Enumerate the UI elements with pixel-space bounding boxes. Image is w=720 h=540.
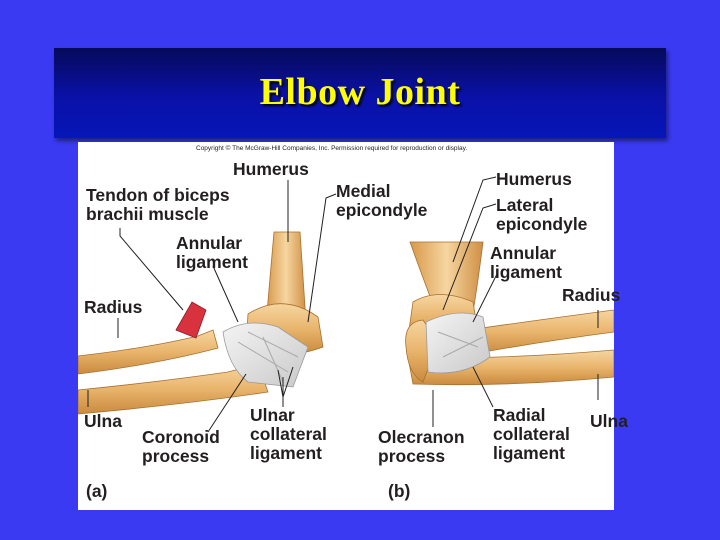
label-a-tendon-biceps: Tendon of biceps brachii muscle: [86, 185, 230, 224]
slide-title: Elbow Joint: [259, 71, 461, 113]
panel-b-drawing: [405, 241, 614, 386]
label-b-humerus: Humerus: [496, 169, 572, 189]
caption-b: (b): [388, 481, 411, 501]
elbow-illustration: [78, 176, 614, 433]
caption-a: (a): [86, 481, 108, 501]
label-a-medial-epicondyle: Medial epicondyle: [336, 181, 428, 220]
label-a-radius: Radius: [84, 297, 143, 317]
label-b-annular-ligament: Annular ligament: [490, 243, 562, 282]
label-b-ulna: Ulna: [590, 411, 628, 431]
copyright-notice: Copyright © The McGraw-Hill Companies, I…: [196, 145, 468, 152]
label-b-lateral-epicondyle: Lateral epicondyle: [496, 195, 588, 234]
label-a-annular-ligament: Annular ligament: [176, 233, 248, 272]
label-a-ulnar-collateral-ligament: Ulnar collateral ligament: [250, 405, 327, 463]
label-b-radius: Radius: [562, 285, 621, 305]
label-a-ulna: Ulna: [84, 411, 122, 431]
label-b-radial-collateral-ligament: Radial collateral ligament: [493, 405, 570, 463]
label-a-humerus: Humerus: [233, 159, 309, 179]
leader-lines: [87, 176, 599, 433]
panel-a-drawing: [78, 231, 324, 415]
label-a-coronoid-process: Coronoid process: [142, 427, 220, 466]
label-b-olecranon-process: Olecranon process: [378, 427, 465, 466]
elbow-figure: Copyright © The McGraw-Hill Companies, I…: [78, 142, 628, 510]
title-bar: [54, 48, 666, 138]
